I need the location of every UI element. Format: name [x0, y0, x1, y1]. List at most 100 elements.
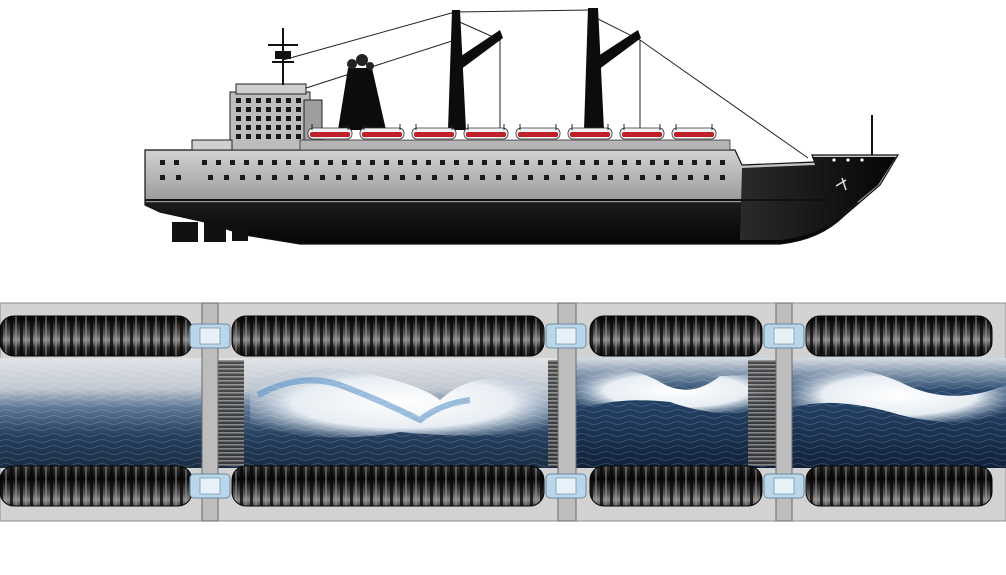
hull-window [426, 160, 431, 165]
hull-window [384, 160, 389, 165]
superstructure-window [276, 107, 281, 112]
tube [805, 315, 993, 357]
hull-window [650, 160, 655, 165]
hull-window [512, 175, 517, 180]
superstructure-window [256, 98, 261, 103]
hull-window [202, 160, 207, 165]
hull-windows [160, 160, 725, 180]
hull-window [524, 160, 529, 165]
superstructure-window [236, 98, 241, 103]
hull-window [288, 175, 293, 180]
hull-window [624, 175, 629, 180]
superstructure-window [246, 107, 251, 112]
superstructure-window [276, 125, 281, 130]
hull-window [608, 175, 613, 180]
hull-window [580, 160, 585, 165]
hull-window [496, 175, 501, 180]
bridge-mast [268, 28, 298, 85]
lifeboat-band [362, 132, 402, 137]
hull-window [510, 160, 515, 165]
lifeboats [307, 124, 717, 140]
superstructure-window [266, 116, 271, 121]
hull-window [224, 175, 229, 180]
coupling-core [555, 477, 577, 495]
hull-window [496, 160, 501, 165]
hull-window [664, 160, 669, 165]
hull-window [314, 160, 319, 165]
hull-window [336, 175, 341, 180]
coupling-core [199, 477, 221, 495]
hull-window [160, 160, 165, 165]
bow-portholes [832, 158, 864, 162]
hull-window [560, 175, 565, 180]
ocean-segment-4 [792, 358, 1006, 468]
tube [0, 315, 193, 357]
hull-window [244, 160, 249, 165]
coupling-core [555, 327, 577, 345]
hull-window [174, 160, 179, 165]
lifeboat [515, 124, 561, 140]
hull-window [544, 175, 549, 180]
hull-window [272, 175, 277, 180]
tube [805, 465, 993, 507]
superstructure-window [266, 134, 271, 139]
hull-window [720, 160, 725, 165]
hull-window [216, 160, 221, 165]
superstructure-window [296, 107, 301, 112]
tube [231, 465, 545, 507]
panel-dividers [201, 302, 793, 522]
superstructure-window [276, 116, 281, 121]
hull-window [688, 175, 693, 180]
boat-deck [299, 139, 731, 151]
hull-window [440, 160, 445, 165]
lifeboat [411, 124, 457, 140]
hull-window [272, 160, 277, 165]
ocean-segment-3 [576, 358, 776, 468]
hull-window [368, 175, 373, 180]
hull-window [448, 175, 453, 180]
hull-window [704, 175, 709, 180]
grill-mid [548, 360, 558, 466]
hull-window [720, 175, 725, 180]
hull-window [566, 160, 571, 165]
lifeboat [619, 124, 665, 140]
rigging-lines [282, 9, 809, 159]
hull-window [656, 175, 661, 180]
lifeboat [463, 124, 509, 140]
hull-window [208, 175, 213, 180]
superstructure-window [236, 107, 241, 112]
tube [231, 315, 545, 357]
hull-window [594, 160, 599, 165]
wave-panel [0, 302, 1006, 522]
hull-window [678, 160, 683, 165]
superstructure-window [236, 116, 241, 121]
corrugated-tubes [0, 315, 993, 507]
lifeboat-band [570, 132, 610, 137]
hull-window [304, 175, 309, 180]
hull-window [328, 160, 333, 165]
lifeboat-band [518, 132, 558, 137]
grill-left [218, 360, 244, 466]
superstructure-window [286, 134, 291, 139]
superstructure-window [296, 116, 301, 121]
hull-window [608, 160, 613, 165]
superstructure-window [236, 125, 241, 130]
hull-window [400, 175, 405, 180]
lifeboat-band [622, 132, 662, 137]
hull-window [480, 175, 485, 180]
superstructure-window [246, 125, 251, 130]
hull-window [352, 175, 357, 180]
coupling-core [773, 327, 795, 345]
superstructure-window [256, 134, 261, 139]
tube [0, 465, 193, 507]
hull-window [256, 175, 261, 180]
hull-window [416, 175, 421, 180]
lifeboat-band [674, 132, 714, 137]
superstructure-window [236, 134, 241, 139]
superstructure-window [296, 125, 301, 130]
superstructure-window [276, 134, 281, 139]
hull-window [300, 160, 305, 165]
hull-window [258, 160, 263, 165]
hull-window [240, 175, 245, 180]
